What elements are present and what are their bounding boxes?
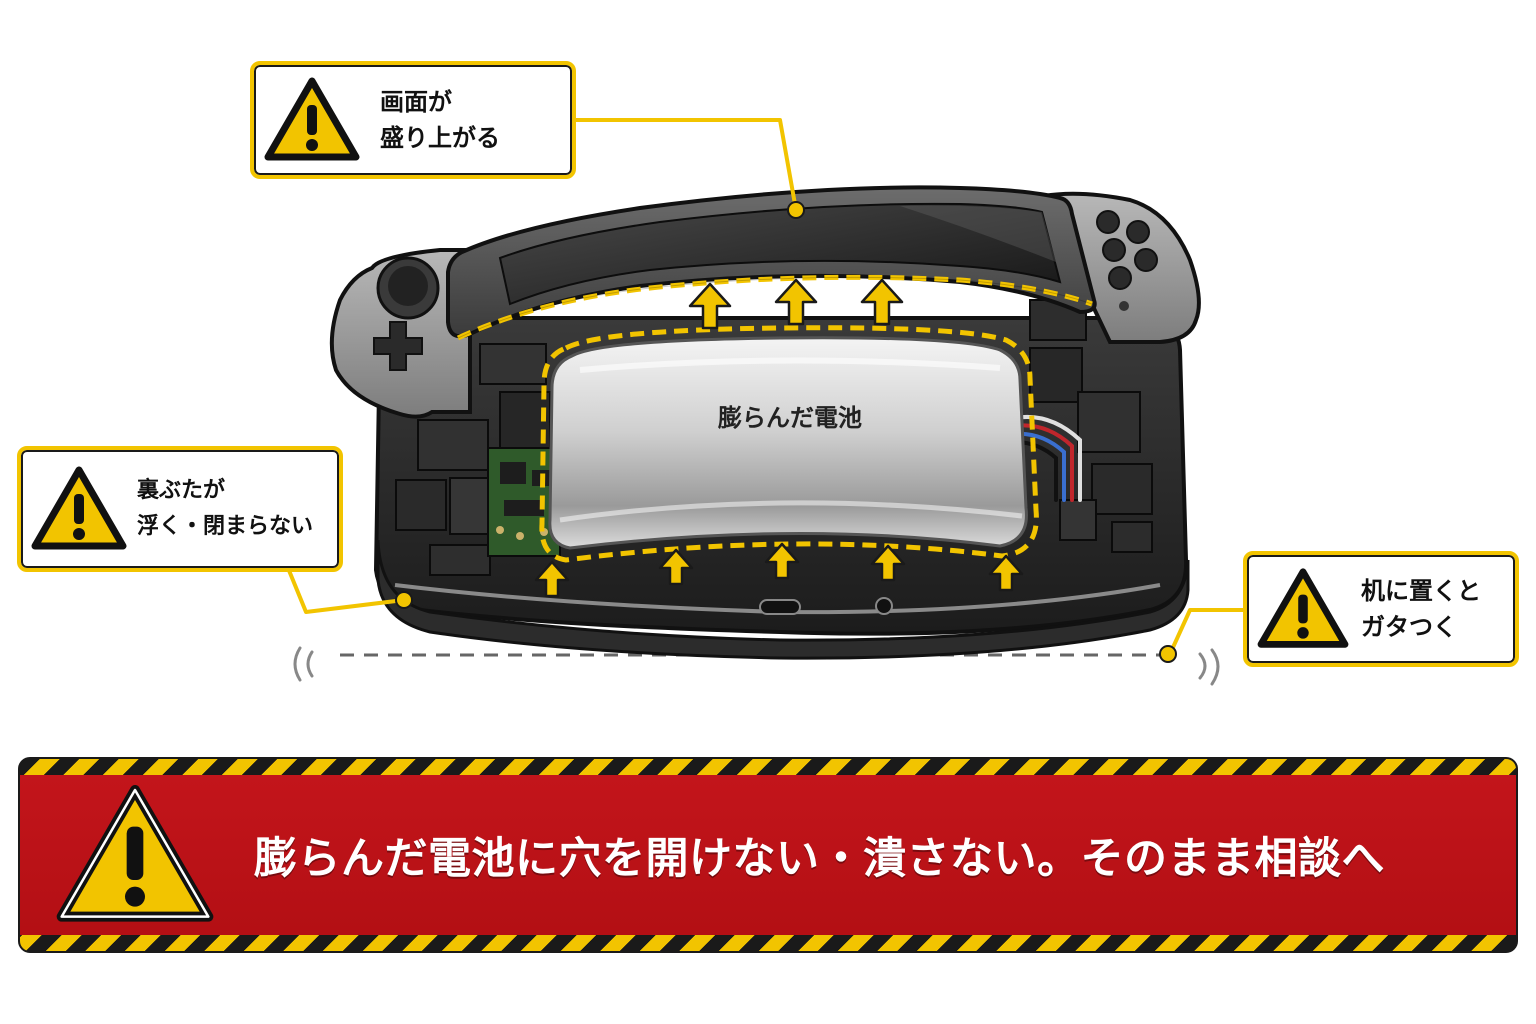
callout-back-cover: 裏ぶたが 浮く・閉まらない xyxy=(17,446,343,572)
lifted-screen xyxy=(446,185,1097,339)
callout-line: 盛り上がる xyxy=(380,124,500,152)
headphone-jack-icon xyxy=(875,597,893,615)
warning-icon xyxy=(264,77,360,161)
wobble-marks-right xyxy=(1198,648,1220,686)
callout-text: 画面が 盛り上がる xyxy=(380,84,500,156)
callout-line: 裏ぶたが xyxy=(137,478,226,503)
callout-wobble: 机に置くと ガタつく xyxy=(1243,551,1519,667)
dpad xyxy=(373,321,423,371)
device-bottom-rim xyxy=(376,539,1190,660)
warning-banner-body: 膨らんだ電池に穴を開けない・潰さない。そのまま相談へ xyxy=(20,775,1516,935)
circuit-board xyxy=(487,447,561,557)
callout-text: 机に置くと ガタつく xyxy=(1361,573,1481,645)
wobble-marks-left xyxy=(293,646,314,682)
callout-line: ガタつく xyxy=(1361,613,1457,641)
warning-icon xyxy=(1257,568,1349,648)
usb-c-port-icon xyxy=(759,599,801,615)
up-arrow-icon xyxy=(688,278,904,330)
callout-line: 浮く・閉まらない xyxy=(137,514,314,539)
warning-banner: 膨らんだ電池に穴を開けない・潰さない。そのまま相談へ xyxy=(18,757,1518,953)
leader-lines xyxy=(286,118,1246,655)
leader-dots xyxy=(395,201,1177,663)
battery-label: 膨らんだ電池 xyxy=(718,404,862,432)
warning-icon xyxy=(56,785,214,922)
right-joycon-grip xyxy=(1041,191,1201,344)
warning-icon xyxy=(31,466,127,550)
callout-text: 裏ぶたが 浮く・閉まらない xyxy=(137,473,313,545)
callout-line: 机に置くと xyxy=(1361,577,1481,605)
warning-banner-text: 膨らんだ電池に穴を開けない・潰さない。そのまま相談へ xyxy=(254,834,1385,884)
callout-line: 画面が xyxy=(380,88,452,116)
battery-highlight-outline xyxy=(539,325,1039,563)
internal-components-right xyxy=(1029,299,1153,553)
swollen-battery xyxy=(548,336,1028,550)
left-joycon-grip xyxy=(329,248,472,419)
callout-screen-bulge: 画面が 盛り上がる xyxy=(250,61,576,179)
up-arrow-icon xyxy=(534,542,1024,598)
screen-lift-outline xyxy=(456,274,1093,341)
face-buttons xyxy=(1096,210,1158,290)
